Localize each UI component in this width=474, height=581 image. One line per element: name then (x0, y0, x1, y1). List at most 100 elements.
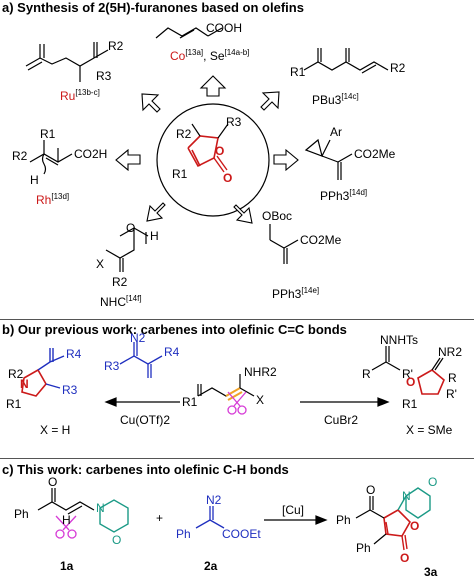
label-rprime-right: R' (402, 367, 413, 381)
label-3a: 3a (424, 565, 438, 579)
label-ar: Ar (330, 125, 342, 139)
label-sm-r1: R1 (182, 395, 198, 409)
center-furanone (187, 123, 229, 173)
label-o2-1a: O (112, 533, 122, 547)
label-pl-r3: R3 (62, 383, 78, 397)
label-ph-3a-bot: Ph (356, 541, 371, 555)
label-pl-r1: R1 (6, 397, 22, 411)
molecule-2a (195, 506, 225, 529)
arrowhead-left (104, 397, 117, 407)
label-n2-2a: N2 (206, 493, 222, 507)
scissors-c (55, 515, 77, 539)
label-o-1a: O (48, 475, 58, 489)
label-pl-r2: R2 (8, 367, 24, 381)
ref-ru: Ru (60, 89, 76, 103)
label-left-x: X = H (40, 423, 71, 437)
label-ph-1a: Ph (14, 507, 29, 521)
label-cond-c: [Cu] (282, 503, 305, 517)
ref-pbu3: PBu3 (312, 93, 342, 107)
label-co2h: CO2H (74, 147, 108, 161)
label-cooet: COOEt (222, 527, 261, 541)
label-center-oring: O (215, 144, 225, 158)
label-diazo-n2: N2 (130, 331, 146, 345)
label-h-1a: H (62, 513, 71, 527)
arrowhead-c (315, 515, 328, 525)
rh-molecule (29, 140, 73, 175)
label-rh: Rh[13d] (36, 190, 69, 207)
label-pr-r1: R1 (402, 397, 418, 411)
hydrazone (371, 346, 401, 371)
label-nnhts: NNHTs (380, 333, 418, 347)
label-o-3a: O (400, 551, 410, 565)
ref-pph3-d-num: [14d] (349, 188, 368, 197)
label-center-r3: R3 (226, 115, 242, 129)
pyrrole-product (21, 348, 65, 397)
pph3e-molecule (269, 224, 299, 264)
label-pbu3: PBu3[14c] (312, 90, 359, 107)
label-center-r2: R2 (176, 127, 192, 141)
label-nhc: NHC[14f] (100, 292, 142, 309)
label-h-rh: H (30, 173, 39, 187)
label-pr-o: O (406, 375, 416, 389)
label-plus: + (156, 511, 164, 525)
label-r2-nhc: R2 (112, 275, 128, 289)
ru-molecule (25, 42, 109, 82)
label-ru: Ru[13b-c] (60, 86, 100, 103)
label-left-cond: Cu(OTf)2 (120, 413, 171, 427)
label-sm-x: X (256, 393, 265, 407)
nhc-molecule (105, 226, 149, 272)
label-2a: 2a (204, 559, 218, 573)
section-b-title: b) Our previous work: carbenes into olef… (2, 322, 347, 337)
divider-a-b (0, 319, 474, 320)
label-r-right: R (362, 367, 371, 381)
label-o-3a-ring: O (410, 519, 420, 533)
molecule-3a (355, 487, 431, 551)
label-oboc: OBoc (262, 209, 293, 223)
ref-se: Se (209, 49, 225, 63)
label-pr-r: R (448, 371, 457, 385)
label-pph3-e: PPh3[14e] (272, 284, 319, 301)
label-pr-nr2: NR2 (438, 345, 463, 359)
label-ph-3a-top: Ph (336, 513, 351, 527)
center-circle (156, 103, 270, 217)
divider-b-c (0, 458, 474, 459)
label-co2me-e: CO2Me (300, 233, 342, 247)
hollow-arrows (115, 75, 299, 224)
label-pr-rprime: R' (446, 387, 457, 401)
ref-rh: Rh (36, 193, 52, 207)
ref-nhc: NHC (100, 295, 126, 309)
label-n-3a: N (402, 489, 411, 503)
ref-pph3-d: PPh3 (320, 189, 350, 203)
label-right-x: X = SMe (406, 423, 453, 437)
label-co2me-d: CO2Me (354, 147, 396, 161)
label-r2-pbu: R2 (390, 61, 406, 75)
label-co-ref: Co[13a], Se[14a-b] (170, 48, 250, 63)
pbu3-molecule (303, 48, 389, 74)
label-x-nhc: X (96, 257, 105, 271)
enone-start (197, 374, 255, 401)
label-1a: 1a (60, 559, 74, 573)
diazo-ester-b (119, 342, 163, 378)
label-o-3a-morph: O (428, 475, 438, 489)
ref-rh-num: [13d] (51, 192, 70, 201)
label-r1-pbu: R1 (290, 65, 306, 79)
label-diazo-r3: R3 (104, 359, 120, 373)
scissors-b (227, 391, 247, 415)
ref-ru-num: [13b-c] (75, 88, 100, 97)
label-right-cond: CuBr2 (324, 413, 359, 427)
label-pl-r4: R4 (66, 347, 82, 361)
label-o-3a-ketone: O (366, 483, 376, 497)
ref-pbu3-num: [14c] (341, 92, 359, 101)
arrowhead-right (377, 397, 390, 407)
label-r2-rh: R2 (12, 149, 28, 163)
molecule-1a (37, 488, 129, 533)
dihydrofuran-product (417, 357, 445, 395)
label-h-nhc: H (150, 229, 159, 243)
section-a-title: a) Synthesis of 2(5H)-furanones based on… (2, 0, 304, 15)
label-pl-n: N (20, 377, 29, 391)
label-n-1a: N (96, 501, 105, 515)
ref-pph3-e: PPh3 (272, 287, 302, 301)
label-center-o: O (223, 171, 233, 185)
label-r3-ru: R3 (96, 69, 112, 83)
